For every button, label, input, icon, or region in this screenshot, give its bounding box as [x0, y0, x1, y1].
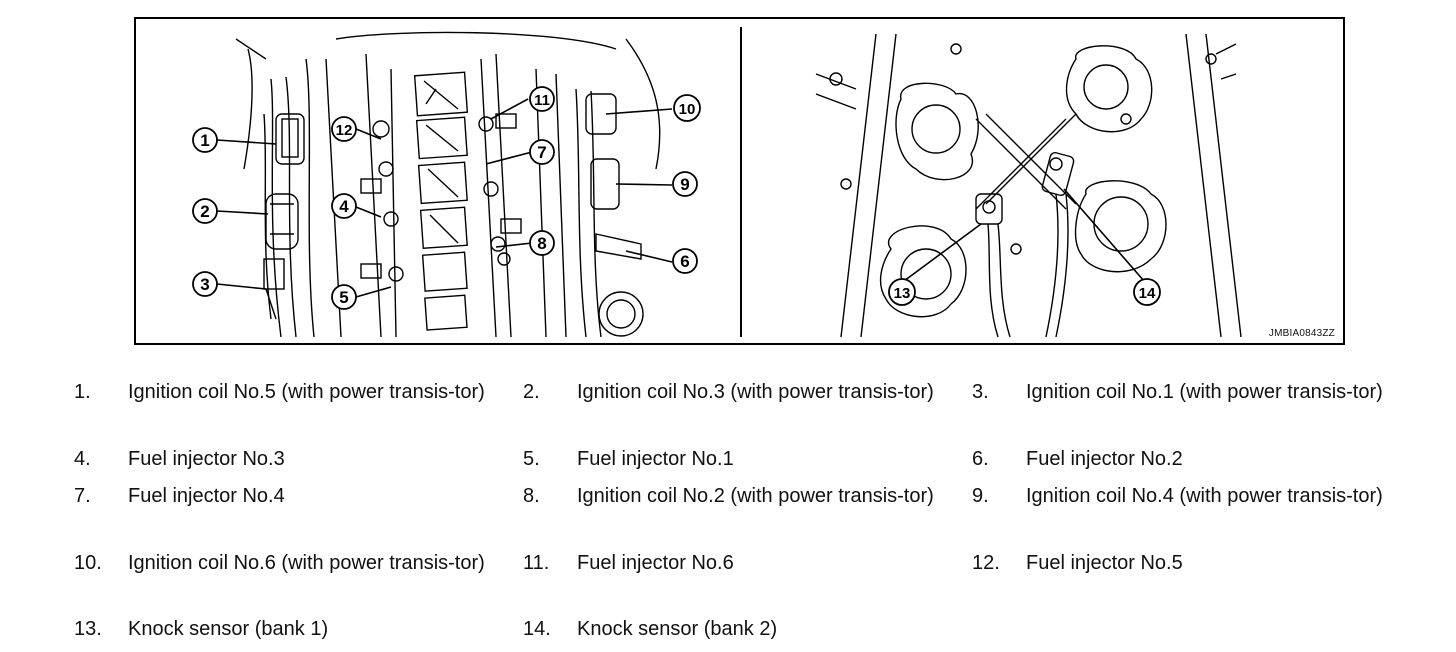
legend-row: 10. Ignition coil No.6 (with power transi… — [74, 549, 1444, 609]
legend-number: 7. — [74, 485, 91, 507]
legend-number: 5. — [523, 448, 540, 470]
legend-number: 1. — [74, 381, 91, 403]
legend-text: Fuel injector No.4 — [128, 485, 285, 507]
legend-item-4: 4. Fuel injector No.3 — [74, 445, 523, 505]
figure-id-label: JMBIA0843ZZ — [1268, 328, 1335, 339]
legend-item-1: 1. Ignition coil No.5 (with power transis… — [74, 378, 523, 438]
legend-number: 4. — [74, 448, 91, 470]
legend-item-14: 14. Knock sensor (bank 2) — [523, 615, 972, 645]
engine-diagram: 1 2 3 4 5 6 7 8 9 10 11 12 13 14 JMBIA08… — [134, 17, 1345, 345]
callout-4: 4 — [339, 197, 349, 216]
callout-13: 13 — [894, 285, 911, 302]
legend-item-9: 9. Ignition coil No.4 (with power transis… — [972, 482, 1421, 542]
legend-number: 6. — [972, 448, 989, 470]
legend-item-5: 5. Fuel injector No.1 — [523, 445, 972, 505]
legend-number: 3. — [972, 381, 989, 403]
callout-1: 1 — [200, 131, 209, 150]
legend-text: Knock sensor (bank 1) — [128, 618, 329, 640]
legend-text: Ignition coil No.2 (with power transis-t… — [577, 485, 934, 507]
callout-7: 7 — [537, 143, 546, 162]
legend-text: Knock sensor (bank 2) — [577, 618, 778, 640]
callout-5: 5 — [339, 288, 348, 307]
callout-8: 8 — [537, 234, 546, 253]
legend-text: Ignition coil No.4 (with power transis-t… — [1026, 485, 1383, 507]
legend-item-6: 6. Fuel injector No.2 — [972, 445, 1421, 505]
legend-number: 13. — [74, 618, 102, 640]
legend-number: 8. — [523, 485, 540, 507]
callout-2: 2 — [200, 202, 209, 221]
legend-number: 11. — [523, 552, 550, 574]
legend-text: Fuel injector No.1 — [577, 448, 734, 470]
legend-text: Fuel injector No.5 — [1026, 552, 1183, 574]
legend-text: Ignition coil No.6 (with power transis-t… — [128, 552, 485, 574]
legend-text: Ignition coil No.3 (with power transis-t… — [577, 381, 934, 403]
legend-row: 13. Knock sensor (bank 1) 14. Knock sensor… — [74, 615, 1444, 645]
legend-text: Fuel injector No.6 — [577, 552, 734, 574]
callout-6: 6 — [680, 252, 689, 271]
legend-row: 1. Ignition coil No.5 (with power transis… — [74, 378, 1444, 438]
legend-row: 7. Fuel injector No.4 8. Ignition coil No.… — [74, 482, 1444, 542]
legend-item-8: 8. Ignition coil No.2 (with power transis… — [523, 482, 972, 542]
engine-illustration: 1 2 3 4 5 6 7 8 9 10 11 12 13 14 — [192, 31, 1242, 338]
legend-number: 9. — [972, 485, 989, 507]
legend-item-3: 3. Ignition coil No.1 (with power transis… — [972, 378, 1421, 438]
right-callouts — [903, 188, 1145, 282]
left-engine-line-art — [235, 31, 661, 338]
callout-14: 14 — [1139, 285, 1156, 302]
legend-number: 10. — [74, 552, 102, 574]
legend-item-13: 13. Knock sensor (bank 1) — [74, 615, 523, 645]
legend-item-12: 12. Fuel injector No.5 — [972, 549, 1421, 609]
callout-11: 11 — [534, 92, 550, 109]
left-callouts — [216, 98, 673, 298]
panel-divider — [740, 27, 742, 337]
legend-text: Fuel injector No.3 — [128, 448, 285, 470]
right-engine-line-art — [815, 33, 1242, 338]
legend-number: 2. — [523, 381, 540, 403]
callout-12: 12 — [336, 122, 353, 139]
callout-10: 10 — [679, 101, 696, 118]
legend-text: Ignition coil No.5 (with power transis-t… — [128, 381, 485, 403]
legend-number: 14. — [523, 618, 551, 640]
legend-text: Ignition coil No.1 (with power transis-t… — [1026, 381, 1383, 403]
callout-circles — [192, 86, 1161, 310]
legend-item-10: 10. Ignition coil No.6 (with power transi… — [74, 549, 523, 609]
callout-3: 3 — [200, 275, 209, 294]
legend-item-2: 2. Ignition coil No.3 (with power transis… — [523, 378, 972, 438]
legend-text: Fuel injector No.2 — [1026, 448, 1183, 470]
legend-item-11: 11. Fuel injector No.6 — [523, 549, 972, 609]
legend-number: 12. — [972, 552, 1000, 574]
callout-9: 9 — [680, 175, 689, 194]
legend-row: 4. Fuel injector No.3 5. Fuel injector No.… — [74, 445, 1444, 505]
legend-item-7: 7. Fuel injector No.4 — [74, 482, 523, 542]
